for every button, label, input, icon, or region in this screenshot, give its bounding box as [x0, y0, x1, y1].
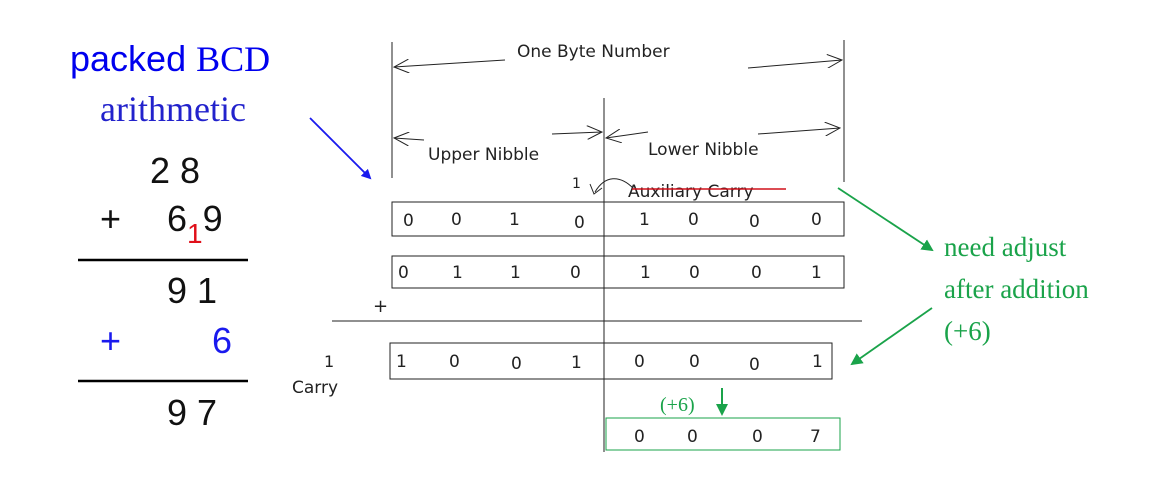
bit-cell: 0	[403, 211, 414, 231]
bit-cell: 0	[749, 355, 760, 375]
byte-arrow-left	[394, 60, 506, 67]
aux-carry-arrowhead	[589, 183, 603, 195]
note-line1: need adjust	[944, 232, 1067, 262]
bit-cell: 0	[574, 213, 585, 233]
sum-row2-tens: 6	[167, 198, 188, 239]
sum-row4: 6	[212, 320, 233, 361]
title-line1: packed BCD	[70, 38, 270, 80]
bit-cell: 0	[511, 354, 522, 374]
aux-carry-label: Auxiliary Carry	[628, 182, 754, 202]
aux-carry-bit: 1	[572, 176, 581, 192]
bit-cell: 0	[570, 263, 581, 283]
byte-arrow-right	[747, 60, 842, 69]
note-line2: after addition	[944, 274, 1089, 304]
sum-plus2: +	[100, 320, 122, 361]
title-bcd: BCD	[196, 39, 271, 79]
bit-cell: 0	[688, 210, 699, 230]
lower-arrow-left	[606, 132, 649, 138]
bit-cell: 0	[687, 427, 698, 447]
upper-arrow-right	[551, 132, 602, 134]
bit-cell: 0	[689, 352, 700, 372]
bit-cell: 0	[634, 352, 645, 372]
bit-cell: 0	[811, 210, 822, 230]
bit-cell: 0	[689, 263, 700, 283]
upper-nibble-label: Upper Nibble	[428, 145, 540, 165]
adjusted-row-box	[605, 417, 841, 451]
title-line2: arithmetic	[100, 89, 246, 129]
sum-row5: 9 7	[167, 392, 218, 433]
title-packed: packed	[70, 38, 187, 79]
adjust-note: (+6)	[660, 394, 695, 416]
note-arrow-result	[850, 307, 933, 366]
bit-cell: 1	[396, 352, 407, 372]
bit-cell: 0	[749, 212, 760, 232]
carry-label: Carry	[292, 378, 339, 398]
carry-bit: 1	[324, 352, 335, 371]
lower-nibble-label: Lower Nibble	[648, 140, 759, 160]
sum-row3: 9 1	[167, 270, 218, 311]
result-row-box	[389, 342, 833, 380]
bit-cell: 1	[571, 353, 582, 373]
sum-row2-carry: 1	[187, 218, 203, 249]
sum-plus1: +	[100, 198, 122, 239]
bit-cell: 0	[752, 427, 763, 447]
byte-label: One Byte Number	[517, 42, 670, 62]
note-arrow-top	[837, 187, 934, 252]
upper-arrow-left	[394, 138, 425, 140]
bit-row-1-box	[391, 201, 845, 237]
bit-row-2-box	[391, 255, 845, 289]
lower-arrow-right	[757, 128, 840, 134]
bit-cell: 1	[640, 263, 651, 283]
bit-cell: 1	[452, 263, 463, 283]
plus-sign: +	[373, 296, 389, 317]
bit-cell: 1	[639, 210, 650, 230]
note-line3: (+6)	[944, 316, 991, 346]
bit-cell: 1	[812, 352, 823, 372]
title-arrow	[309, 117, 372, 180]
bit-cell: 1	[509, 210, 520, 230]
sum-row1: 2 8	[150, 150, 201, 191]
bit-cell: 1	[510, 263, 521, 283]
sum-row2: 619	[167, 198, 223, 249]
bit-cell: 0	[751, 263, 762, 283]
sum-row2-ones: 9	[202, 198, 223, 239]
bit-cell: 0	[451, 210, 462, 230]
bit-cell: 0	[398, 263, 409, 283]
aux-carry-arrow	[594, 178, 634, 193]
bit-cell: 7	[810, 427, 821, 447]
bit-cell: 0	[634, 427, 645, 447]
bit-cell: 0	[449, 352, 460, 372]
bit-cell: 1	[811, 263, 822, 283]
